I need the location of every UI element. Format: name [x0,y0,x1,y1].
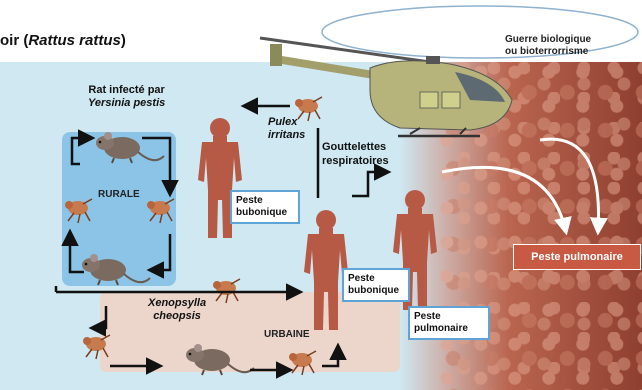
xenopsylla-label: Xenopsylla cheopsis [148,297,206,323]
droplets-label: Gouttelettes respiratoires [322,140,389,168]
rat-icon-top [96,132,164,163]
bubonic-box-middle: Peste bubonique [342,268,410,302]
bioterror-arrows [442,139,599,232]
bubonic-box-top: Peste bubonique [230,190,300,224]
pulmonary-highlight-box: Peste pulmonaire [513,244,641,270]
flea-icon [83,335,110,359]
pulmonary-box: Peste pulmonaire [408,306,490,340]
flea-icon [289,351,316,375]
pulex-label: Pulex irritans [268,116,305,142]
rat-infected-label: Rat infecté par Yersinia pestis [88,84,165,110]
bioterror-label: Guerre biologique ou bioterrorrisme [505,34,591,58]
rural-label: RURALE [98,189,140,200]
rat-icon-left [82,254,150,285]
flea-icon [147,199,174,223]
flea-icon [65,199,92,223]
helicopter-icon [260,6,638,136]
urban-label: URBAINE [264,329,310,340]
rat-icon-bottom [186,344,254,375]
